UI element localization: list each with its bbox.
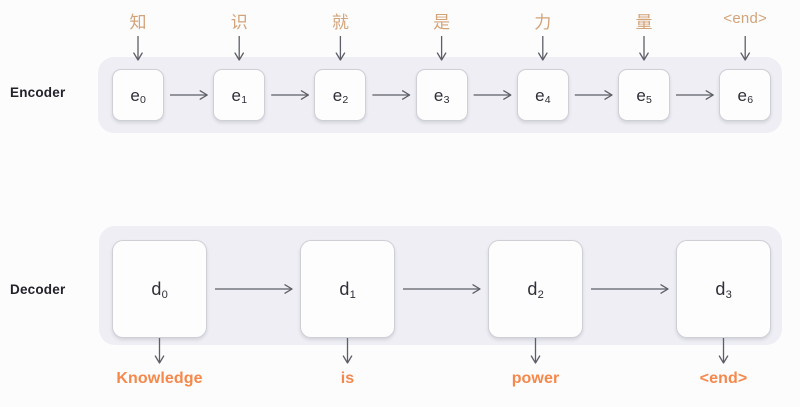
encoder-cell-e4[interactable]: e4 — [516, 69, 569, 121]
decoder-cell-label: d3 — [715, 278, 732, 302]
decoder-output-arrowhead-3 — [718, 355, 729, 364]
decoder-cell-d1[interactable]: d1 — [300, 240, 395, 338]
encoder-cell-label: e5 — [636, 85, 652, 107]
encoder-cell-e3[interactable]: e3 — [415, 69, 468, 121]
encoder-cell-e5[interactable]: e5 — [618, 69, 670, 121]
encoder-input-token-4: 力 — [534, 13, 552, 32]
decoder-output-token-0: Knowledge — [116, 370, 203, 387]
decoder-cell-d0[interactable]: d0 — [112, 240, 207, 338]
encoder-input-token-0: 知 — [129, 13, 147, 32]
encoder-input-token-3: 是 — [433, 13, 451, 32]
decoder-output-token-3: <end> — [699, 370, 748, 387]
encoder-cell-label: e3 — [433, 85, 450, 107]
decoder-cell-label: d0 — [151, 278, 168, 302]
encoder-input-token-6: <end> — [723, 10, 767, 27]
encoder-cell-e1[interactable]: e1 — [213, 69, 266, 121]
decoder-cell-label: d2 — [527, 278, 544, 302]
decoder-output-arrowhead-2 — [530, 355, 541, 364]
decoder-cell-label: d1 — [339, 278, 356, 302]
encoder-input-token-5: 量 — [635, 13, 653, 32]
encoder-cell-label: e6 — [737, 85, 754, 107]
decoder-output-token-2: power — [511, 370, 560, 387]
encoder-row-label: Encoder — [10, 85, 66, 100]
decoder-output-arrowhead-0 — [154, 355, 165, 364]
encoder-cell-e0[interactable]: e0 — [112, 69, 164, 121]
decoder-output-token-1: is — [340, 370, 355, 387]
encoder-cell-label: e0 — [130, 85, 146, 107]
decoder-cell-d2[interactable]: d2 — [488, 240, 583, 338]
encoder-cell-e2[interactable]: e2 — [314, 69, 367, 121]
decoder-row-label: Decoder — [10, 282, 66, 297]
decoder-output-arrowhead-1 — [342, 355, 353, 364]
encoder-cell-e6[interactable]: e6 — [719, 69, 772, 121]
encoder-cell-label: e4 — [535, 85, 551, 107]
encoder-input-token-1: 识 — [230, 13, 248, 32]
encoder-input-token-2: 就 — [331, 13, 349, 32]
encoder-cell-label: e2 — [332, 85, 349, 107]
decoder-cell-d3[interactable]: d3 — [676, 240, 771, 338]
encoder-cell-label: e1 — [231, 85, 248, 107]
